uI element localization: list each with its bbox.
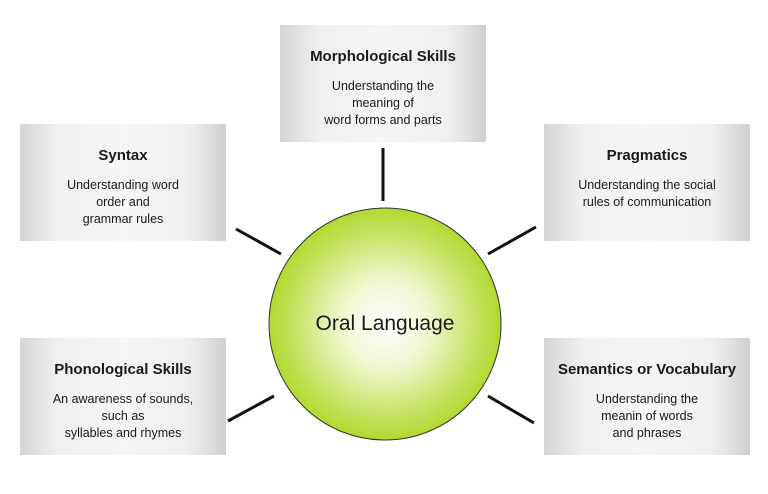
connector-syntax xyxy=(235,227,282,256)
center-circle xyxy=(268,207,502,441)
node-title: Syntax xyxy=(98,147,148,164)
node-description: Understanding the social rules of commun… xyxy=(578,178,716,209)
node-title: Pragmatics xyxy=(606,147,688,164)
node-description: Understanding the meanin of words and ph… xyxy=(595,392,699,440)
connector-phonological xyxy=(227,394,275,423)
center-label: Oral Language xyxy=(315,312,455,335)
connector-pragmatics xyxy=(487,225,537,256)
node-title: Phonological Skills xyxy=(54,361,192,378)
node-title: Morphological Skills xyxy=(310,48,456,65)
node-description: Understanding the meaning of word forms … xyxy=(324,79,442,127)
node-morphological-skills: Morphological Skills Understanding the m… xyxy=(280,25,486,142)
node-description: An awareness of sounds, such as syllable… xyxy=(52,392,194,440)
node-semantics-vocabulary: Semantics or Vocabulary Understanding th… xyxy=(544,338,750,455)
node-pragmatics: Pragmatics Understanding the social rule… xyxy=(544,124,750,241)
node-syntax: Syntax Understanding word order and gram… xyxy=(20,124,226,241)
node-title: Semantics or Vocabulary xyxy=(557,361,737,378)
connector-semantics xyxy=(487,394,535,425)
node-description: Understanding word order and grammar rul… xyxy=(67,178,179,226)
node-phonological-skills: Phonological Skills An awareness of soun… xyxy=(20,338,226,455)
